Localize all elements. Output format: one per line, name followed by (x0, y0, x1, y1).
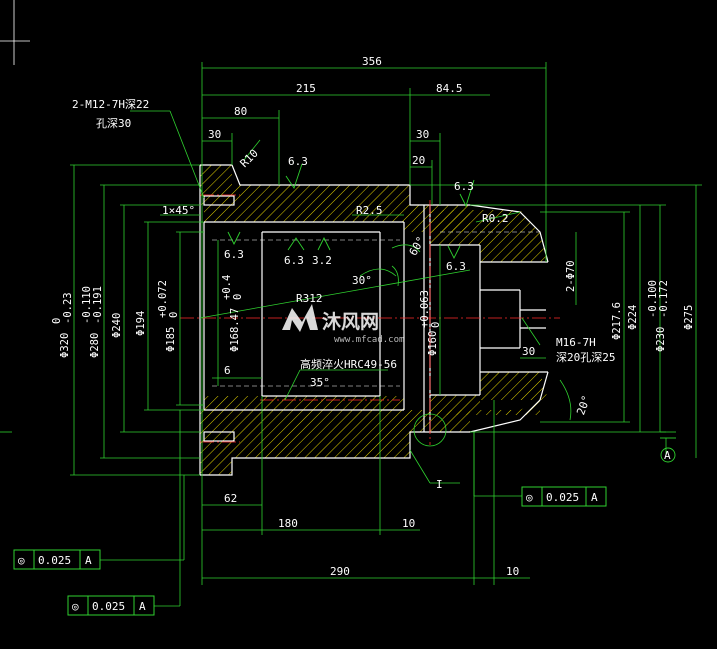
dimension-texts: 356 215 84.5 80 30 30 20 6 62 180 10 290… (208, 55, 535, 578)
dia-160: Φ160 (427, 331, 439, 356)
dia-160-tol-upper: +0.063 (419, 290, 431, 328)
dia-217-6: Φ217.6 (611, 302, 623, 340)
note-r10: R10 (238, 147, 261, 170)
dim-30-mid: 30 (416, 128, 429, 141)
note-rough-e: 6.3 (454, 180, 474, 193)
dia-185-tol-lower: 0 (168, 312, 180, 318)
note-rough-a: 6.3 (288, 155, 308, 168)
dia-320-tol-lower: -0.23 (62, 292, 74, 324)
dim-62: 62 (224, 492, 237, 505)
tol-frame-2-symbol: ◎ (72, 600, 79, 613)
tol-frame-1-symbol: ◎ (18, 554, 25, 567)
watermark-url: www.mfcad.com (334, 335, 404, 345)
dia-280: Φ280 (89, 333, 101, 358)
dia-320: Φ320 (59, 333, 71, 358)
dia-194: Φ194 (135, 311, 147, 336)
tol-frame-1-value: 0.025 (38, 554, 71, 567)
dim-356: 356 (362, 55, 382, 68)
tolerance-frame-1: ◎ 0.025 A (13, 549, 101, 570)
dim-10-b: 10 (506, 565, 519, 578)
dia-275: Φ275 (683, 305, 695, 330)
watermark-brand: 沐风网 (322, 311, 379, 333)
tol-frame-1-datum: A (85, 554, 92, 567)
note-rough-32: 3.2 (312, 254, 332, 267)
dim-30-top: 30 (208, 128, 221, 141)
tolerance-frame-2: ◎ 0.025 A (67, 595, 155, 616)
dia-280-tol-upper: -0.110 (81, 286, 93, 324)
tol-frame-2-datum: A (139, 600, 146, 613)
dim-6: 6 (224, 364, 231, 377)
dim-30-right: 30 (522, 345, 535, 358)
annotation-notes: 2-M12-7H深22 孔深30 R10 1×45° 6.3 6.3 6.3 3… (72, 98, 671, 491)
note-hardening: 高频淬火HRC49-56 (300, 357, 397, 371)
dim-80: 80 (234, 105, 247, 118)
note-angle-20: 20° (574, 394, 593, 417)
dia-230-tol-lower: -0.172 (658, 280, 670, 318)
dia-160-tol-lower: 0 (430, 322, 442, 328)
note-angle-35: 35° (310, 376, 330, 389)
dia-240: Φ240 (111, 313, 123, 338)
dim-84-5: 84.5 (436, 82, 463, 95)
dia-230: Φ230 (655, 327, 667, 352)
tol-frame-2-value: 0.025 (92, 600, 125, 613)
watermark-logo-icon (282, 304, 318, 332)
datum-a-marker (660, 437, 676, 463)
note-rough-d: 6.3 (446, 260, 466, 273)
dia-168-tol-upper: +0.4 (221, 275, 233, 300)
roughness-symbols (227, 163, 475, 260)
tol-frame-3-value: 0.025 (546, 491, 579, 504)
dia-185-tol-upper: +0.072 (157, 280, 169, 318)
dia-185: Φ185 (165, 327, 177, 352)
note-rough-b: 6.3 (224, 248, 244, 261)
dia-168-47: Φ168.47 (229, 308, 241, 352)
note-rough-c: 6.3 (284, 254, 304, 267)
dia-168-tol-lower: 0 (232, 294, 244, 300)
note-thread-top-1: 2-M12-7H深22 (72, 98, 149, 111)
note-datum-a: A (664, 449, 671, 462)
dim-215: 215 (296, 82, 316, 95)
dia-2-70: 2-Φ70 (565, 260, 577, 292)
dia-224: Φ224 (627, 305, 639, 330)
dim-290: 290 (330, 565, 350, 578)
dia-280-tol-lower: -0.191 (92, 286, 104, 324)
note-thread-right-1: M16-7H (556, 336, 596, 349)
dia-230-tol-upper: -0.100 (647, 280, 659, 318)
watermark: 沐风网 www.mfcad.com (282, 304, 404, 345)
dim-10-a: 10 (402, 517, 415, 530)
dim-180: 180 (278, 517, 298, 530)
centerlines (180, 194, 560, 445)
tolerance-frame-3: ◎ 0.025 A (521, 486, 607, 507)
note-r0-2: R0.2 (482, 212, 509, 225)
ucs-crosshair (0, 0, 30, 433)
right-diameter-texts: 2-Φ70 Φ217.6 Φ224 Φ230 -0.100 -0.172 Φ27… (565, 260, 695, 352)
left-diameter-texts: Φ320 0 -0.23 Φ280 -0.110 -0.191 Φ240 Φ19… (51, 275, 442, 358)
note-thread-right-2: 深20孔深25 (556, 351, 616, 364)
note-chamfer: 1×45° (162, 204, 195, 217)
note-detail-i: I (436, 478, 443, 491)
dimension-lines (70, 62, 702, 607)
note-r312: R312 (296, 292, 323, 305)
dia-320-tol-upper: 0 (51, 318, 63, 324)
tol-frame-3-symbol: ◎ (526, 491, 533, 504)
note-thread-top-2: 孔深30 (96, 117, 131, 130)
note-angle-30: 30° (352, 274, 372, 287)
tol-frame-3-datum: A (591, 491, 598, 504)
note-r2-5: R2.5 (356, 204, 383, 217)
dim-20: 20 (412, 154, 425, 167)
